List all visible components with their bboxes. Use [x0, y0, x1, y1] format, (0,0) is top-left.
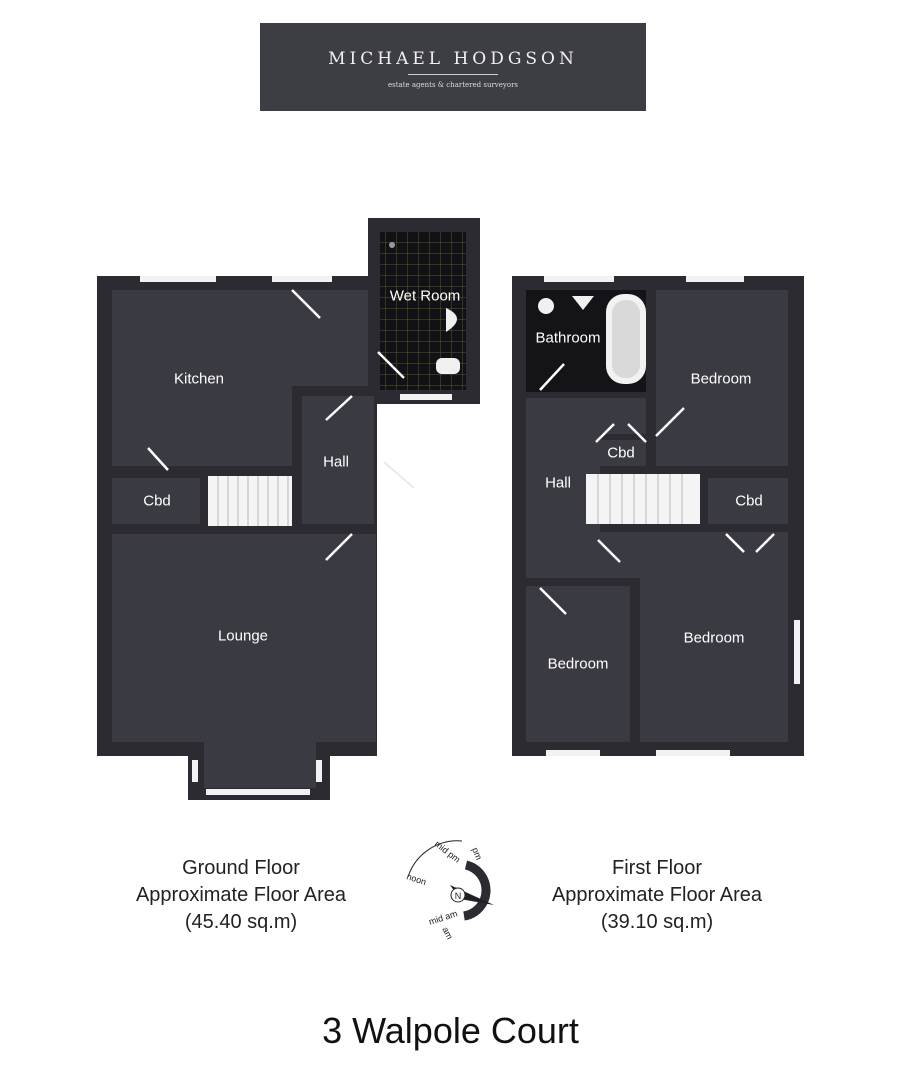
- lounge-floor: [112, 534, 376, 742]
- compass-mid-pm: mid pm: [433, 839, 462, 865]
- logo-tagline: estate agents & chartered surveyors: [387, 81, 519, 89]
- first-floor-plan: [512, 276, 804, 756]
- room-label-hall-first: Hall: [545, 474, 571, 492]
- stairs-base: [208, 476, 300, 526]
- first-stairs-treads: [597, 474, 683, 524]
- compass: N mid pm pm noon mid am am: [405, 839, 494, 941]
- room-label-kitchen: Kitchen: [173, 370, 225, 388]
- hall-floor: [302, 396, 374, 524]
- first-floor-area-value: (39.10 sq.m): [600, 911, 714, 933]
- agent-logo: MICHAEL HODGSON estate agents & chartere…: [260, 23, 646, 111]
- property-address: 3 Walpole Court: [322, 1010, 579, 1051]
- ground-floor-caption: Ground Floor Approximate Floor Area (45.…: [136, 855, 346, 936]
- ground-floor-plan: [97, 218, 480, 800]
- compass-north: N: [455, 891, 462, 901]
- stairs-treads: [217, 476, 289, 526]
- bedroom1-floor: [656, 290, 788, 466]
- ground-floor-area-value: (45.40 sq.m): [184, 911, 298, 933]
- room-label-bedroom-1: Bedroom: [690, 370, 752, 388]
- compass-pm: pm: [470, 846, 484, 861]
- bath-basin-icon: [572, 296, 594, 310]
- wc-icon: [538, 298, 554, 314]
- bay-floor: [204, 740, 316, 788]
- logo-divider: [408, 74, 498, 75]
- ground-floor-title: Ground Floor: [182, 857, 300, 879]
- compass-mid-am: mid am: [428, 908, 459, 927]
- room-label-bedroom-3: Bedroom: [547, 655, 609, 673]
- room-label-bathroom: Bathroom: [535, 329, 601, 347]
- room-label-cbd-2: Cbd: [735, 492, 763, 510]
- logo-name: MICHAEL HODGSON: [328, 49, 578, 69]
- room-label-hall-ground: Hall: [323, 453, 349, 471]
- first-floor-title: First Floor: [611, 857, 702, 879]
- room-label-cbd-ground: Cbd: [143, 492, 171, 510]
- first-doors: [539, 363, 775, 615]
- ground-floor-area-label: Approximate Floor Area: [135, 884, 347, 906]
- compass-noon: noon: [405, 871, 427, 887]
- first-floor-area-label: Approximate Floor Area: [551, 884, 763, 906]
- first-floor-caption: First Floor Approximate Floor Area (39.1…: [552, 855, 762, 936]
- bedroom2-floor: [640, 532, 788, 742]
- room-label-lounge: Lounge: [217, 627, 269, 645]
- shower-head-icon: [389, 242, 395, 248]
- first-stairs-base: [586, 474, 700, 524]
- ground-doors: [147, 289, 405, 561]
- room-label-bedroom-2: Bedroom: [683, 629, 745, 647]
- basin-icon: [446, 308, 457, 332]
- room-label-cbd-1: Cbd: [607, 444, 635, 462]
- cbd-floor: [112, 478, 200, 524]
- cbd2-floor: [708, 478, 788, 524]
- compass-am: am: [440, 925, 455, 941]
- bedroom3-floor: [526, 586, 630, 742]
- cbd1-floor: [600, 440, 650, 466]
- room-label-wet-room: Wet Room: [389, 287, 461, 305]
- toilet-icon: [436, 358, 460, 374]
